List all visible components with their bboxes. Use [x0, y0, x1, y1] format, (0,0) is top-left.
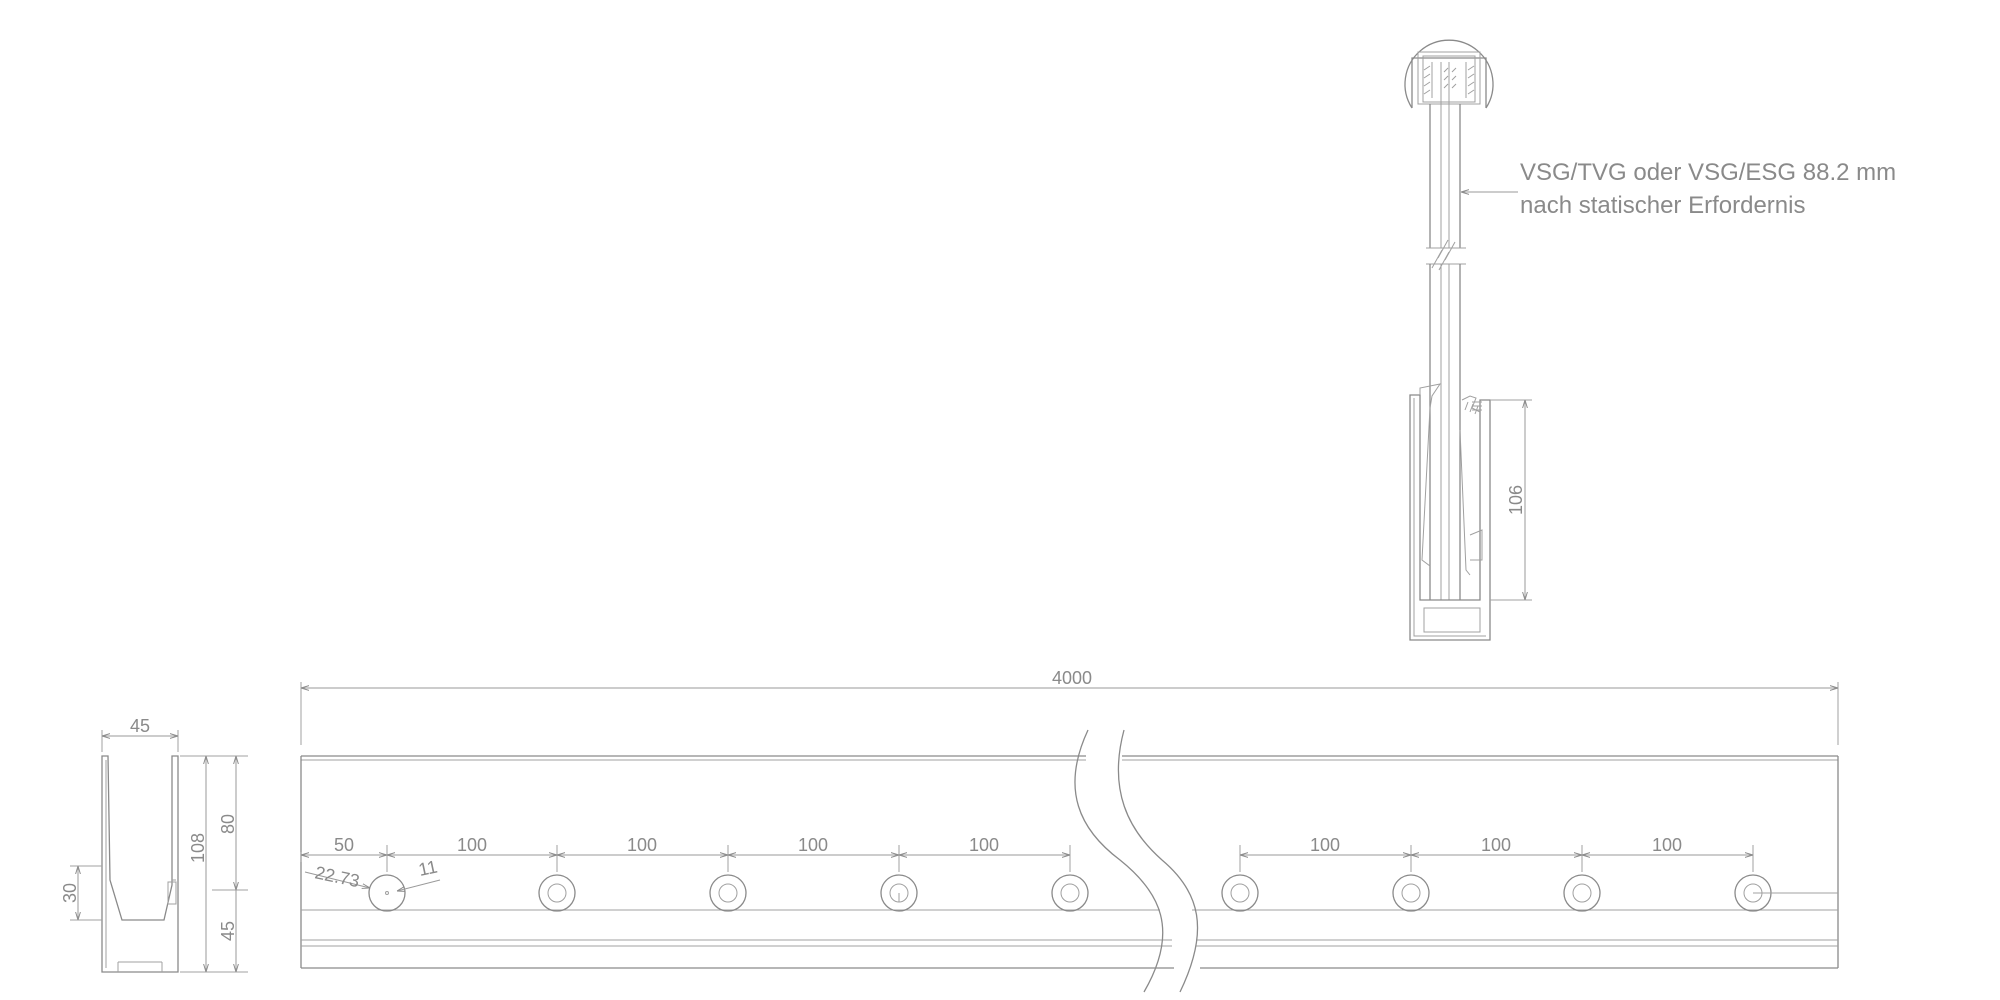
profile-elevation-view: 4000 — [300, 668, 1839, 993]
profile-cross-section: 45 108 80 45 30 — [60, 716, 248, 973]
glass-spec-line2: nach statischer Erfordernis — [1520, 192, 1805, 219]
hole-spacing-label: 100 — [1652, 835, 1682, 855]
mounting-hole — [709, 874, 747, 912]
hole-spacing-label: 100 — [627, 835, 657, 855]
hole-spacing-label: 100 — [969, 835, 999, 855]
clamp-height-dimension: 106 — [1490, 399, 1532, 601]
mounting-hole — [1051, 874, 1089, 912]
mounting-hole — [368, 874, 406, 912]
break-line-right — [1117, 729, 1199, 993]
edge-distance-label: 50 — [334, 835, 354, 855]
profile-width-label: 45 — [130, 716, 150, 736]
hole-spacing-dimensions: 50 100 100 100 100 100 100 100 — [300, 835, 1754, 872]
hole-spacing-label: 100 — [798, 835, 828, 855]
total-length-label: 4000 — [1052, 668, 1092, 688]
upper-height-label: 80 — [218, 814, 238, 834]
hole-diameter-annotations: 22.73 11 — [304, 856, 441, 891]
mounting-holes — [368, 874, 1838, 912]
fixing-height-label: 30 — [60, 883, 80, 903]
lower-height-label: 45 — [218, 921, 238, 941]
section-view: VSG/TVG oder VSG/ESG 88.2 mm nach statis… — [1404, 39, 1896, 641]
mounting-hole — [1392, 874, 1430, 912]
clamp-height-label: 106 — [1506, 485, 1526, 515]
counterbore-diameter-label: 22.73 — [313, 862, 361, 891]
glass-pane — [1426, 62, 1466, 600]
break-line-left — [1074, 729, 1164, 993]
hole-diameter-label: 11 — [417, 856, 439, 879]
mounting-hole — [1563, 874, 1601, 912]
profile-height-label: 108 — [188, 833, 208, 863]
clamp-profile — [1409, 383, 1491, 641]
hole-spacing-label: 100 — [1310, 835, 1340, 855]
glass-spec-annotation: VSG/TVG oder VSG/ESG 88.2 mm nach statis… — [1461, 159, 1896, 219]
hole-spacing-label: 100 — [1481, 835, 1511, 855]
mounting-hole — [1221, 874, 1259, 912]
mounting-hole — [880, 874, 918, 912]
glass-spec-line1: VSG/TVG oder VSG/ESG 88.2 mm — [1520, 159, 1896, 186]
hole-spacing-label: 100 — [457, 835, 487, 855]
mounting-hole — [538, 874, 576, 912]
